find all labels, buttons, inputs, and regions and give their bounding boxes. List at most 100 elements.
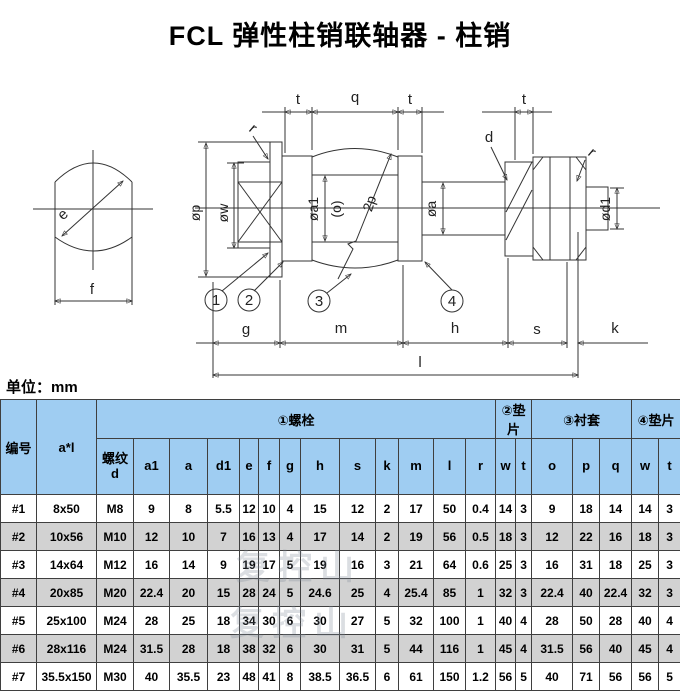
table-cell: 5 [376, 635, 399, 663]
table-cell: 5 [516, 663, 532, 691]
row-id: #1 [1, 495, 37, 523]
table-cell: 1 [466, 635, 496, 663]
column-header: a [170, 439, 208, 495]
dim-label-e: e [54, 206, 72, 224]
table-cell: M24 [97, 607, 134, 635]
table-cell: 18 [496, 523, 516, 551]
table-cell: 16 [532, 551, 573, 579]
dim-label-o-ref: (o) [328, 200, 344, 217]
balloon-3: 3 [315, 293, 323, 310]
table-cell: 14x64 [37, 551, 97, 579]
table-cell: 56 [496, 663, 516, 691]
table-cell: 3 [516, 495, 532, 523]
column-header: t [516, 439, 532, 495]
table-cell: M20 [97, 579, 134, 607]
column-header: g [280, 439, 301, 495]
table-cell: 45 [496, 635, 516, 663]
column-header: w [632, 439, 659, 495]
table-cell: 14 [340, 523, 376, 551]
dim-label-l: l [418, 354, 421, 371]
table-cell: 0.5 [466, 523, 496, 551]
table-cell: 44 [399, 635, 434, 663]
table-cell: 4 [376, 579, 399, 607]
table-cell: 12 [340, 495, 376, 523]
dim-label-m: m [335, 320, 348, 337]
col-header-number: 编号 [1, 400, 37, 495]
table-cell: 1.2 [466, 663, 496, 691]
table-cell: 0.4 [466, 495, 496, 523]
column-header: t [659, 439, 680, 495]
table-cell: 6 [376, 663, 399, 691]
table-cell: 16 [600, 523, 632, 551]
table-cell: 40 [632, 607, 659, 635]
table-cell: 8 [280, 663, 301, 691]
table-cell: 85 [434, 579, 466, 607]
table-cell: 31.5 [134, 635, 170, 663]
table-cell: 3 [659, 523, 680, 551]
table-cell: 12 [134, 523, 170, 551]
table-cell: 22 [573, 523, 600, 551]
table-cell: 4 [280, 523, 301, 551]
table-cell: 50 [434, 495, 466, 523]
dim-label-r-left: r [246, 120, 261, 136]
row-id: #6 [1, 635, 37, 663]
table-cell: 30 [259, 607, 280, 635]
table-cell: 16 [340, 551, 376, 579]
table-cell: 10 [170, 523, 208, 551]
dim-label-h: h [451, 320, 459, 337]
table-cell: 2 [376, 495, 399, 523]
table-cell: 3 [659, 579, 680, 607]
column-header: q [600, 439, 632, 495]
table-cell: 21 [399, 551, 434, 579]
table-cell: 13 [259, 523, 280, 551]
table-cell: 28 [170, 635, 208, 663]
group-header-bushing: ③衬套 [532, 400, 632, 439]
table-cell: 28 [600, 607, 632, 635]
column-header: p [573, 439, 600, 495]
column-header: r [466, 439, 496, 495]
row-id: #3 [1, 551, 37, 579]
table-cell: 35.5x150 [37, 663, 97, 691]
table-cell: 36.5 [340, 663, 376, 691]
dim-label-2p: 2p [359, 193, 379, 213]
table-cell: M24 [97, 635, 134, 663]
table-cell: 25x100 [37, 607, 97, 635]
table-cell: 22.4 [134, 579, 170, 607]
table-cell: 6 [280, 607, 301, 635]
table-cell: 28 [134, 607, 170, 635]
row-id: #4 [1, 579, 37, 607]
end-view-outline [33, 150, 153, 305]
table-cell: 5.5 [208, 495, 240, 523]
table-cell: 3 [516, 523, 532, 551]
table-cell: 14 [496, 495, 516, 523]
table-cell: 18 [208, 607, 240, 635]
balloon-1: 1 [212, 292, 220, 309]
dim-label-d: d [485, 129, 493, 146]
table-cell: 17 [399, 495, 434, 523]
table-cell: 40 [573, 579, 600, 607]
table-cell: 4 [280, 495, 301, 523]
dim-label-s: s [533, 321, 541, 338]
table-cell: 5 [376, 607, 399, 635]
balloon-4: 4 [448, 293, 456, 310]
table-cell: 22.4 [600, 579, 632, 607]
dim-label-r-right: r [585, 144, 600, 160]
table-cell: 14 [632, 495, 659, 523]
table-cell: 8 [170, 495, 208, 523]
table-cell: 18 [600, 551, 632, 579]
table-cell: 25 [496, 551, 516, 579]
balloon-leaders [205, 253, 463, 312]
table-cell: 28 [532, 607, 573, 635]
table-cell: 56 [434, 523, 466, 551]
dim-label-phi-a: øa [423, 201, 439, 218]
table-cell: 3 [516, 579, 532, 607]
table-cell: 40 [532, 663, 573, 691]
table-cell: 24 [259, 579, 280, 607]
column-header: d1 [208, 439, 240, 495]
row-id: #2 [1, 523, 37, 551]
table-cell: 64 [434, 551, 466, 579]
table-cell: 28x116 [37, 635, 97, 663]
